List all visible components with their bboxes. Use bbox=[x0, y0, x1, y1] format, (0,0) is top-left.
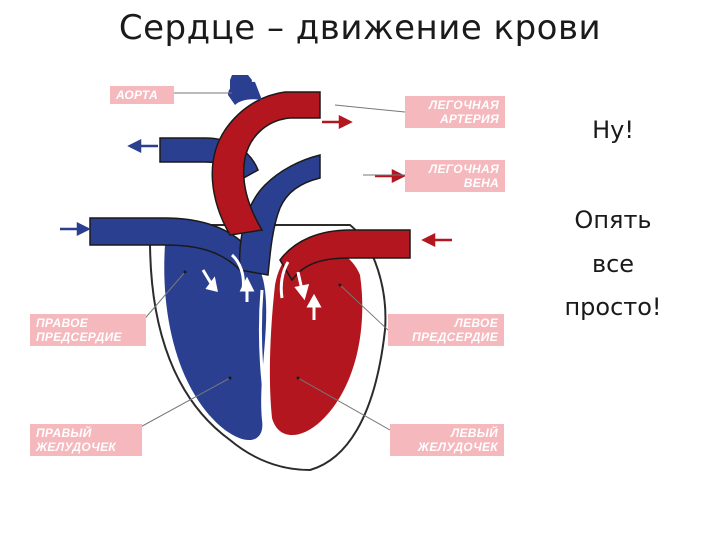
label-aorta-text: АОРТА bbox=[116, 88, 158, 102]
label-right-ventricle-line1: ПРАВЫЙ bbox=[36, 426, 92, 440]
label-pulmonary-vein: ЛЕГОЧНАЯ ВЕНА bbox=[405, 160, 505, 192]
label-aorta: АОРТА bbox=[110, 86, 174, 104]
septum bbox=[258, 289, 272, 431]
label-left-ventricle-line1: ЛЕВЫЙ bbox=[450, 426, 498, 440]
label-right-atrium-line2: ПРЕДСЕРДИЕ bbox=[36, 330, 122, 344]
label-left-ventricle-line2: ЖЕЛУДОЧЕК bbox=[417, 440, 498, 454]
label-right-ventricle: ПРАВЫЙ ЖЕЛУДОЧЕК bbox=[30, 424, 142, 456]
right-heart-chambers bbox=[164, 245, 267, 441]
label-left-atrium-line2: ПРЕДСЕРДИЕ bbox=[412, 330, 498, 344]
leader-dots bbox=[183, 270, 342, 380]
aorta-branch bbox=[228, 81, 262, 105]
flow-arrows-inner bbox=[201, 269, 322, 320]
aorta bbox=[211, 91, 321, 236]
side-text-line3: все bbox=[591, 250, 635, 278]
pulmonary-vein bbox=[279, 229, 411, 282]
flow-arrows-outer bbox=[60, 138, 158, 237]
label-left-atrium: ЛЕВОЕ ПРЕДСЕРДИЕ bbox=[388, 314, 504, 346]
flow-arrows-red bbox=[322, 114, 452, 248]
label-pulmonary-artery-line2: АРТЕРИЯ bbox=[439, 112, 499, 126]
side-text-line1: Ну! bbox=[592, 116, 634, 144]
valve-flap-left bbox=[279, 261, 290, 299]
label-pulmonary-vein-line1: ЛЕГОЧНАЯ bbox=[428, 162, 499, 176]
label-left-ventricle: ЛЕВЫЙ ЖЕЛУДОЧЕК bbox=[390, 424, 504, 456]
label-pulmonary-vein-line2: ВЕНА bbox=[463, 176, 499, 190]
side-text-line2: Опять bbox=[574, 206, 652, 234]
label-right-atrium: ПРАВОЕ ПРЕДСЕРДИЕ bbox=[30, 314, 146, 346]
side-text-line4: просто! bbox=[564, 293, 662, 321]
label-right-atrium-line1: ПРАВОЕ bbox=[36, 316, 89, 330]
slide-title: Сердце – движение крови bbox=[118, 8, 602, 48]
label-right-ventricle-line2: ЖЕЛУДОЧЕК bbox=[36, 440, 117, 454]
label-pulmonary-artery-line1: ЛЕГОЧНАЯ bbox=[428, 98, 499, 112]
left-heart-chambers bbox=[269, 245, 363, 436]
label-left-atrium-line1: ЛЕВОЕ bbox=[454, 316, 498, 330]
label-pulmonary-artery: ЛЕГОЧНАЯ АРТЕРИЯ bbox=[405, 96, 505, 128]
